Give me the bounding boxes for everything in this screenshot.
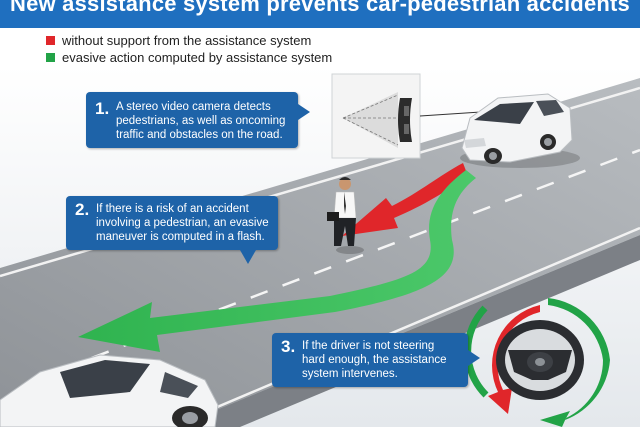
- camera-icon: [398, 98, 412, 142]
- step-text: A stereo video camera detects pedestrian…: [116, 101, 286, 141]
- green-path-arrow: [78, 170, 476, 352]
- red-rotation-arrow: [488, 305, 540, 414]
- legend-item-red: without support from the assistance syst…: [46, 33, 311, 48]
- road-surface: [0, 78, 640, 427]
- step-1-callout: 1. A stereo video camera detects pedestr…: [86, 92, 298, 148]
- legend-label: without support from the assistance syst…: [62, 33, 312, 48]
- legend-swatch-red: [46, 36, 55, 45]
- steering-wheel-diagram: [464, 298, 610, 427]
- legend-label: evasive action computed by assistance sy…: [62, 50, 333, 65]
- callout-pointer: [298, 104, 310, 120]
- pedestrian-figure: [327, 177, 364, 254]
- red-path-arrow: [342, 163, 468, 236]
- page-title: New assistance system prevents car-pedes…: [10, 0, 630, 16]
- step-3-callout: 3. If the driver is not steering hard en…: [272, 333, 468, 387]
- legend-swatch-green: [46, 53, 55, 62]
- step-text: If the driver is not steering hard enoug…: [302, 340, 447, 380]
- step-number: 1.: [95, 99, 110, 118]
- camera-diagram: [331, 73, 500, 159]
- step-number: 3.: [281, 337, 296, 356]
- callout-pointer: [468, 350, 480, 366]
- legend-item-green: evasive action computed by assistance sy…: [46, 50, 332, 65]
- car-oncoming: [460, 93, 580, 168]
- step-text: If there is a risk of an accident involv…: [96, 203, 269, 243]
- green-rotation-arrow: [540, 298, 610, 427]
- step-2-callout: 2. If there is a risk of an accident inv…: [66, 196, 278, 250]
- title-banner: New assistance system prevents car-pedes…: [0, 0, 640, 28]
- car-ego: [0, 354, 219, 427]
- road-edge-line-right: [169, 226, 640, 427]
- step-number: 2.: [75, 200, 90, 219]
- callout-pointer: [240, 250, 256, 264]
